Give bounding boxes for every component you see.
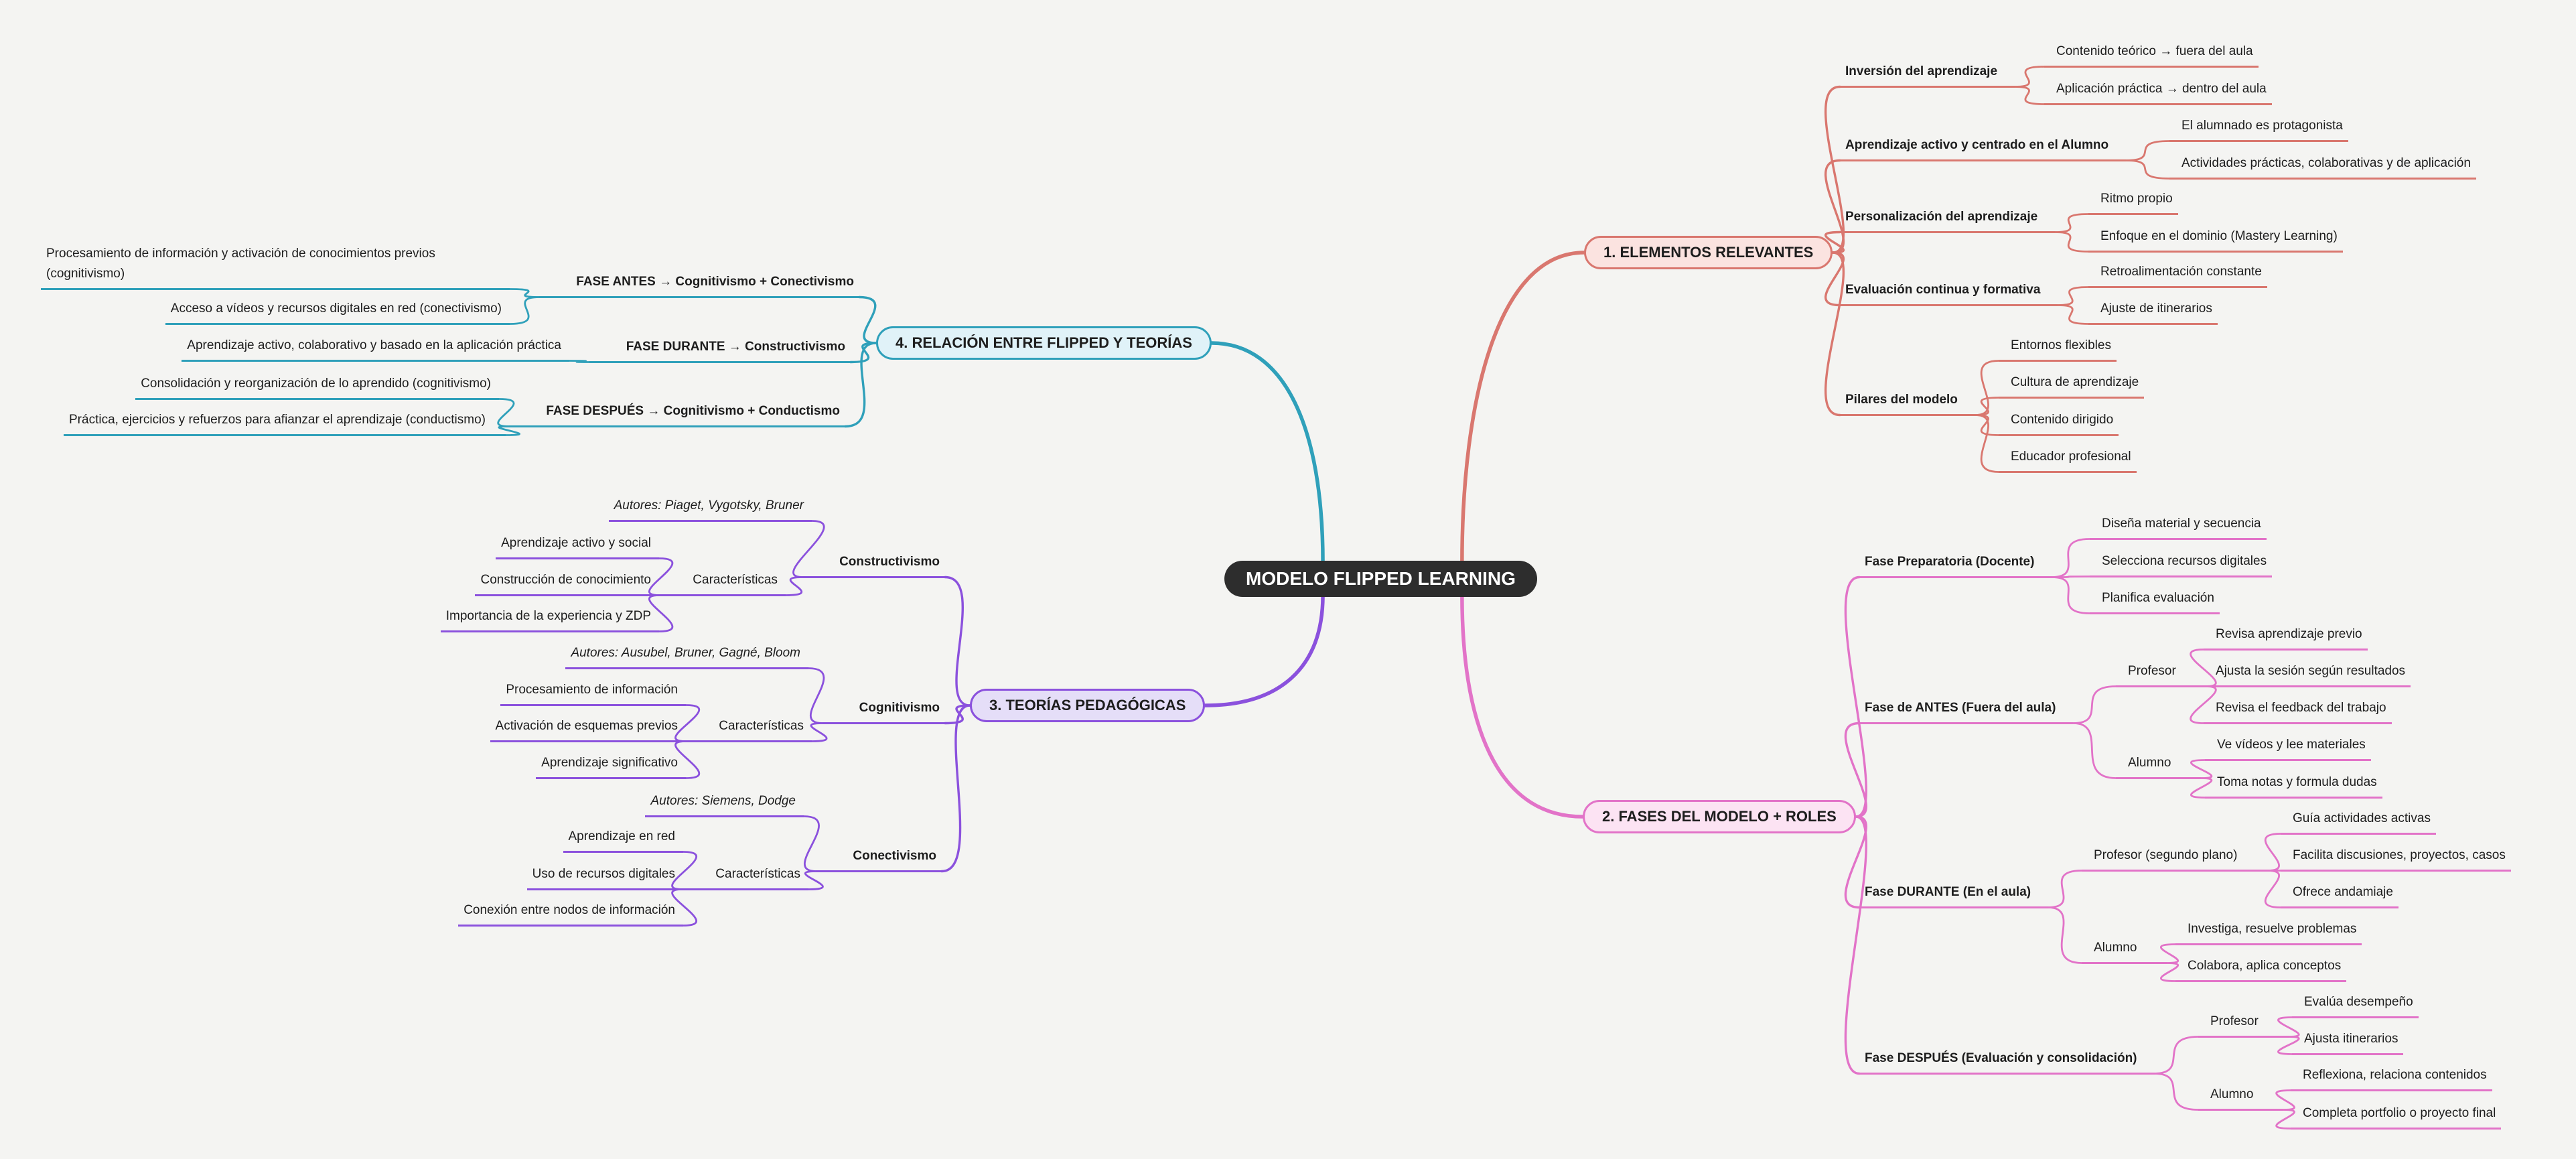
topic-fase-durante-constructivismo[interactable]: FASE DURANTE → Constructivismo bbox=[589, 337, 851, 363]
subtopic-alumnado-protagonista[interactable]: El alumnado es protagonista bbox=[2169, 116, 2348, 142]
subtopic-facilita-discusiones-proyectos[interactable]: Facilita discusiones, proyectos, casos bbox=[2281, 845, 2511, 872]
subtopic-retroalimentacion-constante[interactable]: Retroalimentación constante bbox=[2088, 262, 2267, 288]
subtopic-conexion-entre-nodos[interactable]: Conexión entre nodos de información bbox=[458, 900, 683, 927]
subtopic-importancia-experiencia-zdp[interactable]: Importancia de la experiencia y ZDP bbox=[440, 606, 659, 632]
role-alumno-antes[interactable]: Alumno bbox=[2116, 753, 2202, 779]
subtopic-practica-ejercicios-refuerzos-conductismo[interactable]: Práctica, ejercicios y refuerzos para af… bbox=[64, 410, 506, 436]
subtopic-caracteristicas-constructivismo[interactable]: Características bbox=[659, 570, 786, 596]
topic-evaluacion-continua-formativa[interactable]: Evaluación continua y formativa bbox=[1840, 280, 2058, 306]
subtopic-entornos-flexibles[interactable]: Entornos flexibles bbox=[1999, 336, 2117, 362]
subtopic-uso-de-recursos-digitales[interactable]: Uso de recursos digitales bbox=[526, 864, 683, 890]
role-profesor-despues[interactable]: Profesor bbox=[2198, 1012, 2289, 1038]
subtopic-aprendizaje-significativo[interactable]: Aprendizaje significativo bbox=[536, 753, 686, 779]
topic-fase-despues-cognitivismo-conductismo[interactable]: FASE DESPUÉS → Cognitivismo + Conductism… bbox=[509, 401, 845, 427]
topic-constructivismo[interactable]: Constructivismo bbox=[802, 552, 945, 578]
subtopic-ajuste-de-itinerarios[interactable]: Ajuste de itinerarios bbox=[2088, 299, 2218, 325]
subtopic-actividades-practicas-colaborativas[interactable]: Actividades prácticas, colaborativas y d… bbox=[2169, 153, 2476, 180]
subtopic-colabora-aplica-conceptos[interactable]: Colabora, aplica conceptos bbox=[2175, 956, 2347, 982]
subtopic-contenido-dirigido[interactable]: Contenido dirigido bbox=[1999, 410, 2119, 436]
main-topic-elementos-relevantes[interactable]: 1. ELEMENTOS RELEVANTES bbox=[1584, 236, 1833, 269]
topic-fase-despues-evaluacion-consolidacion[interactable]: Fase DESPUÉS (Evaluación y consolidación… bbox=[1859, 1048, 2155, 1075]
subtopic-cultura-de-aprendizaje[interactable]: Cultura de aprendizaje bbox=[1999, 372, 2145, 399]
topic-fase-preparatoria-docente[interactable]: Fase Preparatoria (Docente) bbox=[1859, 552, 2052, 578]
topic-aprendizaje-activo-centrado-alumno[interactable]: Aprendizaje activo y centrado en el Alum… bbox=[1840, 135, 2127, 161]
subtopic-autores-cognitivismo[interactable]: Autores: Ausubel, Bruner, Gagné, Bloom bbox=[565, 643, 808, 669]
subtopic-consolidacion-reorganizacion-aprendido[interactable]: Consolidación y reorganización de lo apr… bbox=[135, 374, 499, 400]
subtopic-activacion-esquemas-previos[interactable]: Activación de esquemas previos bbox=[490, 716, 686, 742]
subtopic-toma-notas-formula-dudas[interactable]: Toma notas y formula dudas bbox=[2205, 772, 2382, 799]
subtopic-aprendizaje-activo-colaborativo-aplicacion[interactable]: Aprendizaje activo, colaborativo y basad… bbox=[182, 336, 569, 362]
central-topic[interactable]: MODELO FLIPPED LEARNING bbox=[1224, 561, 1537, 597]
subtopic-construccion-de-conocimiento[interactable]: Construcción de conocimiento bbox=[475, 570, 659, 596]
subtopic-aplicacion-practica-dentro[interactable]: Aplicación práctica → dentro del aula bbox=[2044, 79, 2272, 105]
subtopic-acceso-videos-recursos-red[interactable]: Acceso a vídeos y recursos digitales en … bbox=[165, 299, 510, 325]
subtopic-autores-constructivismo[interactable]: Autores: Piaget, Vygotsky, Bruner bbox=[608, 496, 812, 522]
subtopic-procesamiento-de-informacion[interactable]: Procesamiento de información bbox=[500, 680, 686, 706]
topic-fase-antes-cognitivismo-conectivismo[interactable]: FASE ANTES → Cognitivismo + Conectivismo bbox=[539, 272, 859, 298]
subtopic-revisa-aprendizaje-previo[interactable]: Revisa aprendizaje previo bbox=[2204, 624, 2368, 651]
subtopic-autores-conectivismo[interactable]: Autores: Siemens, Dodge bbox=[645, 791, 804, 817]
main-topic-fases-del-modelo-roles[interactable]: 2. FASES DEL MODELO + ROLES bbox=[1583, 800, 1856, 833]
subtopic-planifica-evaluacion[interactable]: Planifica evaluación bbox=[2090, 588, 2220, 614]
subtopic-ajusta-sesion-resultados[interactable]: Ajusta la sesión según resultados bbox=[2204, 661, 2411, 687]
subtopic-caracteristicas-cognitivismo[interactable]: Características bbox=[685, 716, 812, 742]
subtopic-evalua-desempeno[interactable]: Evalúa desempeño bbox=[2292, 992, 2419, 1018]
subtopic-ve-videos-lee-materiales[interactable]: Ve vídeos y lee materiales bbox=[2205, 735, 2371, 761]
subtopic-reflexiona-relaciona-contenidos[interactable]: Reflexiona, relaciona contenidos bbox=[2291, 1065, 2492, 1091]
main-topic-relacion-flipped-teorias[interactable]: 4. RELACIÓN ENTRE FLIPPED Y TEORÍAS bbox=[876, 326, 1212, 360]
subtopic-guia-actividades-activas[interactable]: Guía actividades activas bbox=[2281, 809, 2436, 835]
subtopic-disena-material-secuencia[interactable]: Diseña material y secuencia bbox=[2090, 514, 2267, 540]
topic-personalizacion-aprendizaje[interactable]: Personalización del aprendizaje bbox=[1840, 207, 2056, 233]
subtopic-educador-profesional[interactable]: Educador profesional bbox=[1999, 447, 2137, 473]
subtopic-completa-portfolio-proyecto[interactable]: Completa portfolio o proyecto final bbox=[2291, 1103, 2502, 1130]
role-profesor-segundo-plano[interactable]: Profesor (segundo plano) bbox=[2082, 845, 2268, 872]
subtopic-revisa-feedback-trabajo[interactable]: Revisa el feedback del trabajo bbox=[2204, 698, 2392, 724]
topic-inversion-del-aprendizaje[interactable]: Inversión del aprendizaje bbox=[1840, 62, 2015, 88]
role-profesor-antes[interactable]: Profesor bbox=[2116, 661, 2206, 687]
topic-conectivismo[interactable]: Conectivismo bbox=[816, 846, 942, 872]
subtopic-procesamiento-activacion-cognitivismo[interactable]: Procesamiento de información y activació… bbox=[41, 244, 510, 290]
topic-pilares-del-modelo[interactable]: Pilares del modelo bbox=[1840, 390, 1975, 416]
subtopic-ajusta-itinerarios[interactable]: Ajusta itinerarios bbox=[2292, 1029, 2404, 1055]
subtopic-aprendizaje-en-red[interactable]: Aprendizaje en red bbox=[563, 827, 683, 853]
subtopic-investiga-resuelve-problemas[interactable]: Investiga, resuelve problemas bbox=[2175, 919, 2362, 945]
subtopic-ofrece-andamiaje[interactable]: Ofrece andamiaje bbox=[2281, 882, 2399, 908]
topic-fase-antes-fuera-del-aula[interactable]: Fase de ANTES (Fuera del aula) bbox=[1859, 698, 2074, 724]
subtopic-caracteristicas-conectivismo[interactable]: Características bbox=[682, 864, 808, 890]
subtopic-ritmo-propio[interactable]: Ritmo propio bbox=[2088, 189, 2178, 215]
main-topic-teorias-pedagogicas[interactable]: 3. TEORÍAS PEDAGÓGICAS bbox=[970, 689, 1206, 722]
role-alumno-durante[interactable]: Alumno bbox=[2082, 938, 2167, 964]
subtopic-contenido-teorico-fuera[interactable]: Contenido teórico → fuera del aula bbox=[2044, 42, 2259, 68]
subtopic-enfoque-dominio-mastery[interactable]: Enfoque en el dominio (Mastery Learning) bbox=[2088, 226, 2343, 253]
role-alumno-despues[interactable]: Alumno bbox=[2198, 1085, 2284, 1111]
topic-fase-durante-en-el-aula[interactable]: Fase DURANTE (En el aula) bbox=[1859, 882, 2049, 908]
subtopic-aprendizaje-activo-social[interactable]: Aprendizaje activo y social bbox=[496, 533, 659, 559]
subtopic-selecciona-recursos-digitales[interactable]: Selecciona recursos digitales bbox=[2090, 551, 2273, 577]
topic-cognitivismo[interactable]: Cognitivismo bbox=[822, 698, 945, 724]
